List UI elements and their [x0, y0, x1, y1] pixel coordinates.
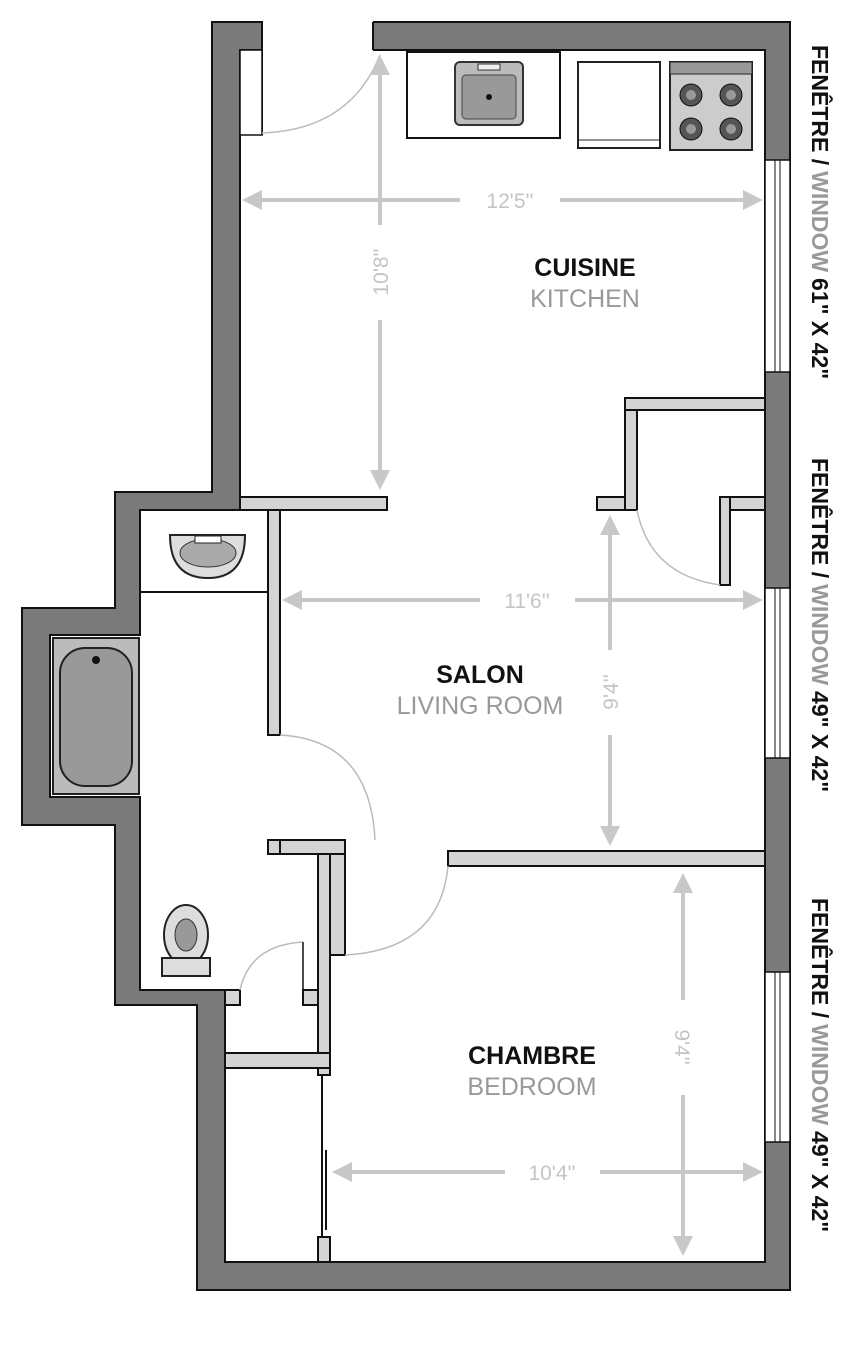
- kitchen-sink-icon: [454, 61, 524, 126]
- living-label-fr: SALON: [436, 661, 524, 689]
- kitchen-width-label: 12'5'': [486, 190, 533, 213]
- living-width-label: 11'6'': [504, 590, 550, 613]
- dimension-lines: [242, 55, 763, 1256]
- bedroom-width-label: 10'4'': [528, 1162, 575, 1185]
- exterior-walls: [21, 21, 791, 1291]
- bathroom-door-swing: [279, 734, 376, 841]
- bathtub-icon: [52, 637, 140, 795]
- living-label-en: LIVING ROOM: [397, 692, 564, 720]
- bedroom-door-swing: [344, 865, 449, 956]
- kitchen-label-fr: CUISINE: [534, 254, 635, 282]
- toilet-icon: [161, 904, 211, 977]
- window-bedroom: [764, 971, 791, 1143]
- entry-door-swing: [261, 54, 381, 134]
- window-kitchen: [764, 159, 791, 373]
- living-depth-label: 9'4'': [600, 674, 623, 709]
- interior-walls: [140, 397, 766, 1263]
- entry-door-opening: [263, 20, 373, 51]
- kitchen-depth-label: 10'8'': [370, 248, 393, 295]
- window-label-kitchen: FENÊTRE /WINDOW61" X 42": [807, 45, 834, 379]
- bedroom-label-fr: CHAMBRE: [468, 1042, 596, 1070]
- refrigerator-icon: [577, 61, 661, 149]
- bathroom-sink-icon: [168, 534, 247, 580]
- stove-icon: [669, 61, 753, 151]
- window-label-bedroom: FENÊTRE /WINDOW49" X 42": [807, 898, 834, 1232]
- closet-door-swing: [636, 509, 721, 586]
- bedroom-label-en: BEDROOM: [467, 1073, 596, 1101]
- kitchen-label-en: KITCHEN: [530, 285, 640, 313]
- bedroom-depth-label: 9'4'': [670, 1029, 693, 1064]
- toilet-door-swing: [239, 941, 304, 991]
- window-label-living: FENÊTRE /WINDOW49" X 42": [807, 458, 834, 792]
- window-living: [764, 587, 791, 759]
